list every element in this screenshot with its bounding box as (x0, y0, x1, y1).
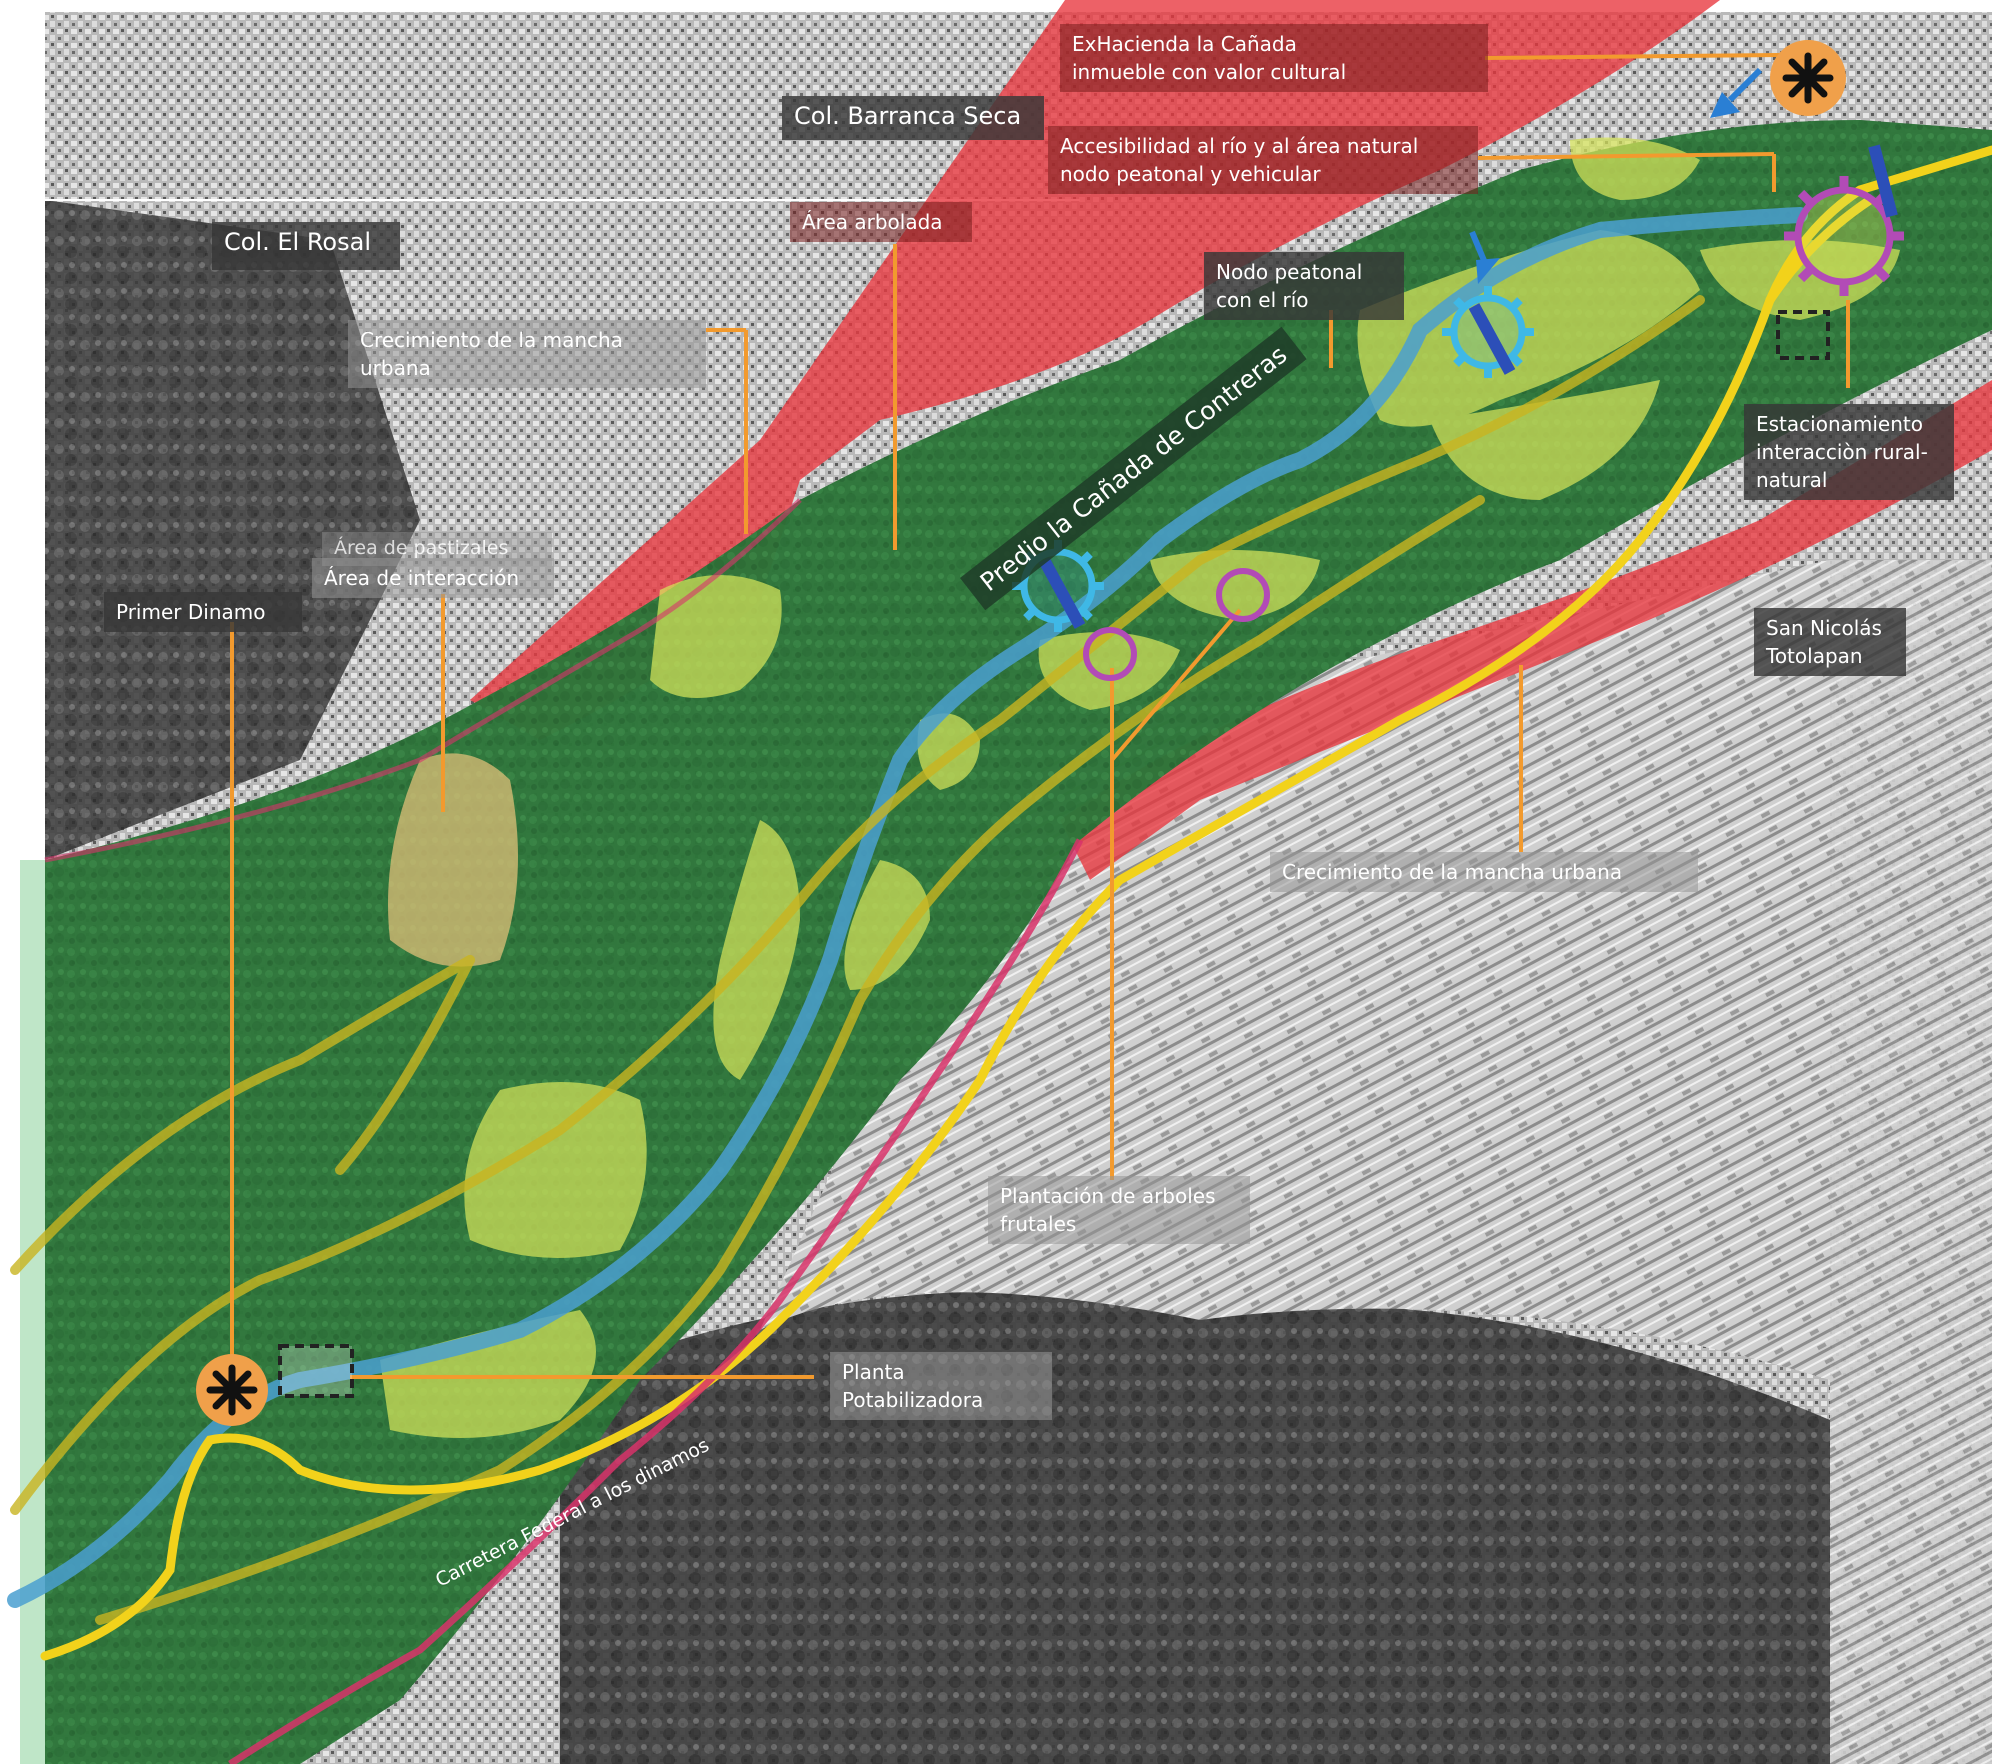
label-nodo-peatonal: Nodo peatonal con el río (1204, 252, 1404, 320)
label-san-nicolas: San Nicolás Totolapan (1754, 608, 1906, 676)
label-area-interaccion: Área de interacción (312, 558, 554, 598)
label-planta: Planta Potabilizadora (830, 1352, 1052, 1420)
label-exhacienda: ExHacienda la Cañada inmueble con valor … (1060, 24, 1488, 92)
leader-accesibilidad-h (1477, 152, 1775, 160)
path-3 (335, 955, 475, 1175)
roads (40, 145, 1992, 1661)
label-barranca-seca: Col. Barranca Seca (782, 96, 1044, 140)
label-primer-dinamo: Primer Dinamo (104, 592, 302, 632)
path-1 (10, 955, 475, 1275)
clearing-6 (380, 1310, 596, 1438)
carretera-federal-road (40, 145, 1992, 1661)
left-green-bar (20, 860, 45, 1764)
leader-plantacion-diag (1110, 608, 1242, 762)
urban-growth-zone-south (1060, 380, 1992, 880)
fruit-trees-circle-icon (1083, 627, 1137, 681)
aerial-terraces (760, 560, 1830, 1380)
pedestrian-node-gear-node-icon-2 (1442, 286, 1534, 378)
label-plantacion: Plantación de arboles frutales (988, 1176, 1250, 1244)
fruit-trees-circle-icon-2 (1216, 568, 1270, 622)
boundary-line (228, 838, 1084, 1764)
clearing-12 (1570, 137, 1700, 200)
landmark-asterisk-icon (1770, 40, 1846, 116)
aerial-dark-hill-left (45, 200, 420, 860)
label-el-rosal: Col. El Rosal (212, 222, 400, 270)
clearing-10 (1430, 380, 1660, 500)
label-estacionamiento: Estacionamiento interacciòn rural- natur… (1744, 404, 1954, 500)
label-crecimiento-top: Crecimiento de la mancha urbana (348, 320, 706, 388)
aerial-right-strip (1830, 560, 1992, 1764)
parking-dashed-rect-icon (1776, 310, 1830, 360)
road-branch-north (1765, 195, 1875, 305)
landmark-asterisk-icon-2 (196, 1354, 268, 1426)
clearing-7 (1038, 632, 1180, 710)
access-arrow-icon (1469, 67, 1763, 284)
clearing-1 (650, 575, 782, 698)
leader-exhacienda (1484, 53, 1781, 60)
aerial-dark-hill-bottom (560, 1291, 1830, 1764)
parking-dashed-rect-icon-2 (278, 1344, 354, 1398)
label-area-arbolada: Área arbolada (790, 202, 972, 242)
clearing-5 (464, 1082, 647, 1258)
vehicular-node-gear-node-icon (1784, 144, 1904, 296)
boundary-line-west (44, 498, 802, 863)
label-accesibilidad: Accesibilidad al río y al área natural n… (1048, 126, 1478, 194)
clearing-pastizal (388, 753, 518, 967)
label-crecimiento-bottom: Crecimiento de la mancha urbana (1270, 852, 1698, 892)
clearing-4 (844, 860, 930, 990)
path-2 (10, 295, 1705, 1515)
